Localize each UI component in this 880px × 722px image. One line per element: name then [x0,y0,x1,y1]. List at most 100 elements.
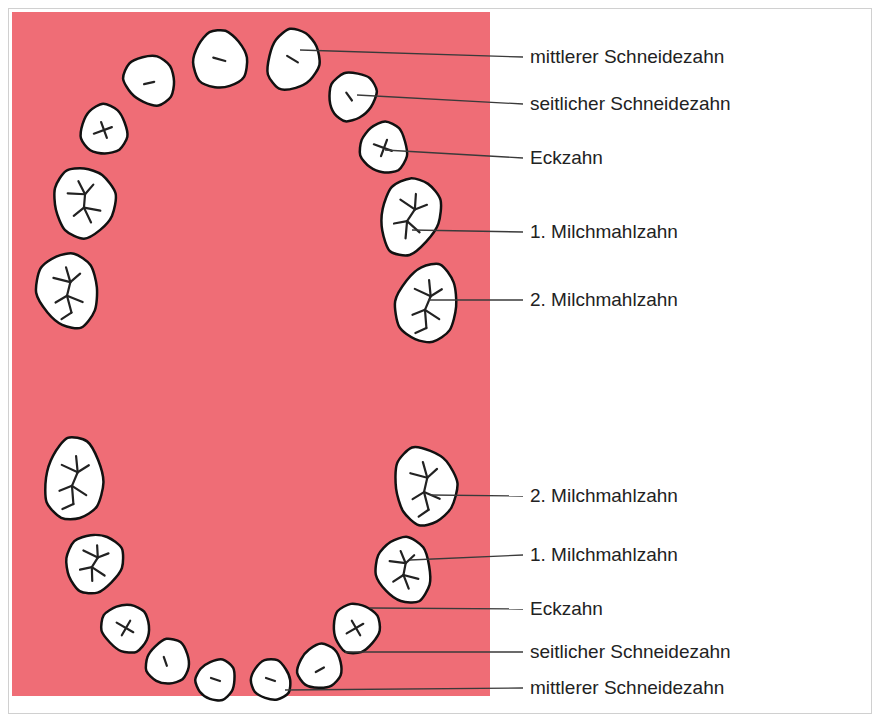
tooth-fissure [55,296,67,303]
tooth-fissure [403,573,418,582]
tooth-fissure [390,558,406,565]
tooth [47,160,125,244]
tooth-fissure [352,621,360,636]
tooth-fissure [413,309,425,316]
tooth-fissure [399,200,416,210]
tooth-fissure [68,189,85,198]
tooth [33,251,100,331]
tooth-label: 1. Milchmahlzahn [530,221,678,244]
tooth-crown [251,659,291,699]
tooth-fissure [70,456,79,504]
tooth-fissure [80,565,92,571]
tooth [392,260,460,344]
tooth-fissure [70,274,81,282]
tooth-crown [47,160,125,244]
tooth-fissure [431,288,442,297]
tooth-fissure [72,208,85,216]
leader-line [300,50,523,57]
tooth-fissure [144,79,154,88]
tooth-label: 2. Milchmahlzahn [530,289,678,312]
leader-line [370,608,523,609]
tooth-label: seitlicher Schneidezahn [530,93,731,116]
tooth [72,99,133,161]
leader-line [412,230,523,232]
tooth [92,595,158,660]
tooth-fissure [415,327,426,334]
tooth [61,530,127,598]
tooth-label: 2. Milchmahlzahn [530,485,678,508]
tooth-crown [43,435,108,522]
tooth-fissure [65,267,73,313]
tooth-fissure [83,185,95,195]
tooth-label: Eckzahn [530,147,603,170]
tooth-fissure [122,621,130,636]
tooth-crown [392,260,460,344]
tooth-label: Eckzahn [530,598,603,621]
tooth-fissure [392,575,404,582]
tooth-fissure [394,218,407,227]
tooth-fissure [423,280,432,328]
tooth-fissure [91,567,106,575]
tooth-fissure [83,550,99,557]
tooth-crown [264,25,325,95]
tooth-fissure [424,310,440,319]
leader-line [430,495,523,496]
tooth [251,659,291,699]
tooth-fissure [53,276,70,283]
tooth-fissure [78,464,89,473]
tooth-fissure [266,678,275,681]
tooth [264,25,325,95]
tooth-fissure [161,657,169,666]
tooth-crown [92,595,158,660]
tooth-fissure [415,202,427,212]
tooth-fissure [421,462,430,510]
leader-line [385,150,523,158]
leader-line [428,299,523,300]
tooth-fissure [213,57,225,63]
tooth-crown [370,534,435,609]
tooth-fissure [381,140,387,156]
tooth [195,659,234,700]
tooth-fissure [71,486,87,495]
leader-line [357,95,523,104]
tooth-fissure [89,545,99,581]
tooth [138,632,200,694]
tooth-crown [61,530,127,598]
leader-line [410,555,523,560]
tooth-fissure [67,295,83,304]
tooth-fissure [62,503,73,510]
teeth [33,25,461,700]
tooth-fissure [60,485,72,492]
tooth-fissure [412,492,424,499]
tooth-fissure [414,289,431,296]
tooth-fissure [286,56,298,62]
tooth-crown [354,116,416,179]
frame [9,9,872,714]
tooth-fissure [344,93,354,101]
tooth-label: seitlicher Schneidezahn [530,641,731,664]
tooth-crown [372,173,448,263]
leader-lines [285,50,523,690]
tooth [393,444,461,528]
leader-line [345,651,523,652]
tooth-crown [33,251,100,331]
tooth-crown [190,28,249,90]
tooth-label: mittlerer Schneidezahn [530,46,724,69]
tooth-crown [138,632,200,694]
tooth-fissure [410,472,427,479]
tooth-fissure [61,313,72,320]
tooth-fissure [61,465,78,472]
tooth [370,534,435,609]
tooth-crown [116,45,185,115]
tooth [372,173,448,263]
tooth [354,116,416,179]
tooth [43,435,108,522]
tooth-fissure [399,551,410,590]
tooth-crown [72,99,133,161]
tooth-fissure [101,122,107,138]
mouth-panel [12,12,490,696]
tooth-label: mittlerer Schneidezahn [530,677,724,700]
tooth-crown [195,659,234,700]
